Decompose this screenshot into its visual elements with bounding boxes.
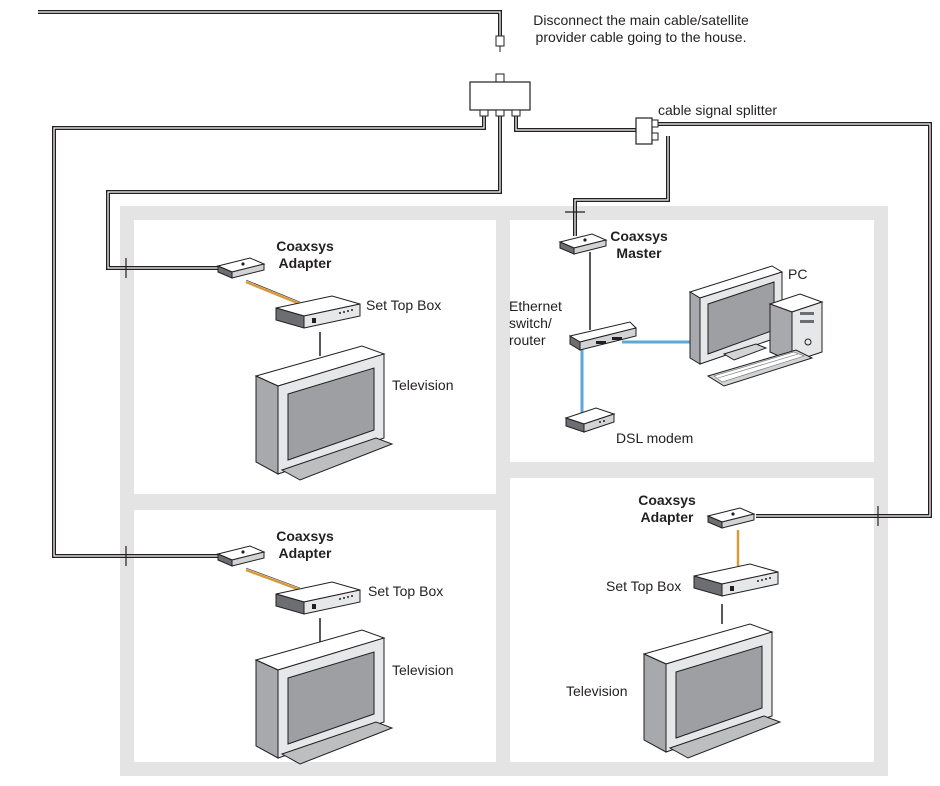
coaxsys-adapter-icon (707, 507, 755, 529)
television-label-bottom-right: Television (566, 683, 628, 699)
switch-label-line2: switch/ (509, 315, 552, 331)
hdmi-cables (245, 280, 740, 592)
television-icon (255, 629, 393, 765)
switch-label-line3: router (509, 332, 546, 348)
main-splitter-icon (469, 73, 531, 117)
dsl-modem-label: DSL modem (616, 430, 694, 446)
master-label-line2: Master (616, 245, 662, 261)
set-top-box-icon (693, 563, 779, 597)
set-top-box-icon (275, 295, 361, 329)
cable-signal-splitter-icon (635, 117, 659, 145)
adapter-label-line2: Adapter (278, 545, 332, 561)
pc-label: PC (788, 266, 808, 282)
wall-crossing-ticks (125, 211, 879, 566)
television-label-top-left: Television (392, 377, 454, 393)
switch-label-line1: Ethernet (509, 298, 562, 314)
coaxsys-adapter-icon (217, 545, 265, 567)
adapter-label-top-left: Coaxsys Adapter (270, 238, 340, 272)
ethernet-cables (580, 340, 690, 414)
master-label: Coaxsys Master (604, 228, 674, 262)
adapter-label-bottom-right: Coaxsys Adapter (632, 492, 702, 526)
video-wires (319, 252, 723, 642)
adapter-label-line1: Coaxsys (638, 492, 696, 508)
coaxsys-adapter-icon (217, 257, 265, 279)
splitter-label: cable signal splitter (658, 102, 778, 118)
hdmi-cable-outline (245, 279, 301, 589)
ethernet-switch-icon (568, 321, 637, 351)
dsl-modem-icon (564, 407, 616, 433)
disconnect-note: Disconnect the main cable/satellite prov… (508, 12, 774, 46)
set-top-box-label-bottom-right: Set Top Box (606, 578, 682, 594)
television-icon (255, 345, 393, 481)
house-walls (120, 206, 888, 776)
master-label-line1: Coaxsys (610, 228, 668, 244)
adapter-label-line1: Coaxsys (276, 238, 334, 254)
adapter-label-line1: Coaxsys (276, 528, 334, 544)
disconnect-note-line2: provider cable going to the house. (535, 29, 747, 45)
main-cable-connector (495, 35, 505, 52)
adapter-label-line2: Adapter (278, 255, 332, 271)
television-label-bottom-left: Television (392, 662, 454, 678)
set-top-box-label-bottom-left: Set Top Box (368, 583, 444, 599)
disconnect-note-line1: Disconnect the main cable/satellite (533, 12, 749, 28)
coax-cable-highlights (38, 11, 931, 557)
adapter-label-line2: Adapter (640, 509, 694, 525)
set-top-box-label-top-left: Set Top Box (366, 297, 442, 313)
coaxsys-master-icon (559, 233, 607, 255)
pc-icon (688, 265, 824, 387)
ethernet-switch-label: Ethernet switch/ router (509, 298, 562, 349)
television-icon (643, 623, 781, 759)
adapter-label-bottom-left: Coaxsys Adapter (270, 528, 340, 562)
